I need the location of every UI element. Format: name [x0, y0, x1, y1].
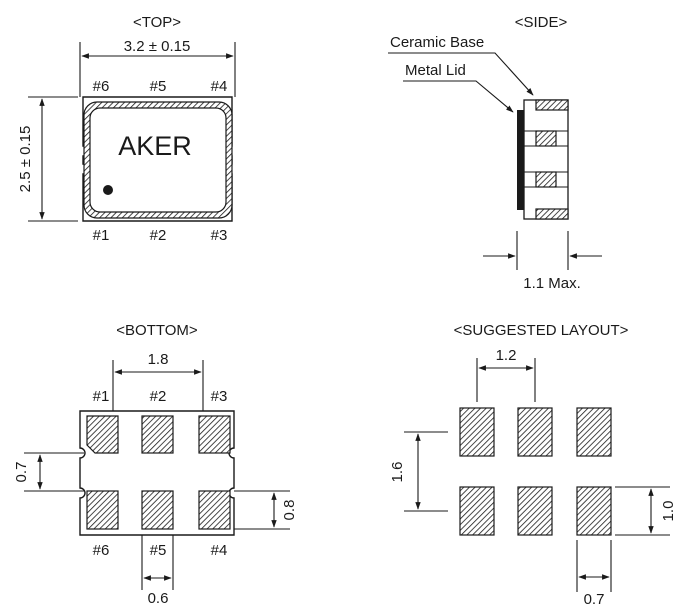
bottom-pad-3	[198, 415, 231, 454]
layout-pad-1	[459, 407, 495, 457]
bottom-pin-4: #4	[211, 542, 228, 559]
bottom-pad-4	[198, 490, 231, 530]
side-pad-2	[535, 130, 557, 147]
layout-pitch-label: 1.2	[496, 347, 517, 364]
bottom-pad-gap-label: 0.8	[281, 500, 298, 521]
top-pin-5: #5	[150, 78, 167, 95]
bottom-pad-width-label: 0.6	[148, 590, 169, 607]
marking-text: AKER	[118, 131, 192, 161]
height-dimension-label: 2.5 ± 0.15	[17, 126, 34, 193]
top-pin-1: #1	[93, 227, 110, 244]
bottom-pad-2	[141, 415, 174, 454]
side-view-title: <SIDE>	[515, 14, 568, 31]
side-view: <SIDE> Ceramic Base Metal Lid 1.1 Max.	[388, 14, 602, 292]
ceramic-base-label: Ceramic Base	[390, 34, 484, 51]
layout-pad-4	[576, 486, 612, 536]
bottom-pin-1: #1	[93, 388, 110, 405]
width-dimension-label: 3.2 ± 0.15	[124, 38, 191, 55]
bottom-pin-5: #5	[150, 542, 167, 559]
side-metal-lid	[517, 110, 524, 210]
metal-lid-leader	[403, 80, 514, 113]
layout-pad-height-label: 1.0	[660, 501, 677, 522]
top-pin-3: #3	[211, 227, 228, 244]
bottom-pad-height-label: 0.7	[13, 462, 30, 483]
bottom-pitch-label: 1.8	[148, 351, 169, 368]
bottom-pad-6	[86, 490, 119, 530]
pin1-indicator-dot	[103, 185, 113, 195]
metal-lid-label: Metal Lid	[405, 62, 466, 79]
layout-pad-6	[459, 486, 495, 536]
ceramic-base-leader	[388, 52, 534, 96]
suggested-layout-view: <SUGGESTED LAYOUT> 1.2 1.6 1.0 0.7	[389, 322, 677, 608]
layout-pad-5	[517, 486, 553, 536]
side-pad-1	[535, 99, 569, 111]
bottom-pad-5	[141, 490, 174, 530]
layout-pad-2	[517, 407, 553, 457]
layout-view-title: <SUGGESTED LAYOUT>	[454, 322, 629, 339]
layout-row-pitch-label: 1.6	[389, 462, 406, 483]
top-view-title: <TOP>	[133, 14, 181, 31]
layout-pad-width-label: 0.7	[584, 591, 605, 608]
bottom-pin-6: #6	[93, 542, 110, 559]
top-pin-4: #4	[211, 78, 228, 95]
top-view: <TOP> 3.2 ± 0.15 2.5 ± 0.15 #6 #5 #4 #1 …	[17, 14, 236, 244]
bottom-view: <BOTTOM> 1.8 #1 #2 #3 #6 #5 #4 0.7 0.8	[13, 322, 298, 607]
side-ceramic-body	[523, 99, 569, 220]
top-pin-6: #6	[93, 78, 110, 95]
layout-pad-3	[576, 407, 612, 457]
bottom-pad-1	[86, 415, 119, 454]
bottom-view-title: <BOTTOM>	[116, 322, 198, 339]
bottom-pin-2: #2	[150, 388, 167, 405]
side-pad-3	[535, 171, 557, 188]
thickness-dimension-label: 1.1 Max.	[523, 275, 581, 292]
side-pad-4	[535, 208, 569, 220]
top-pin-2: #2	[150, 227, 167, 244]
metal-lid	[89, 107, 227, 213]
bottom-pin-3: #3	[211, 388, 228, 405]
